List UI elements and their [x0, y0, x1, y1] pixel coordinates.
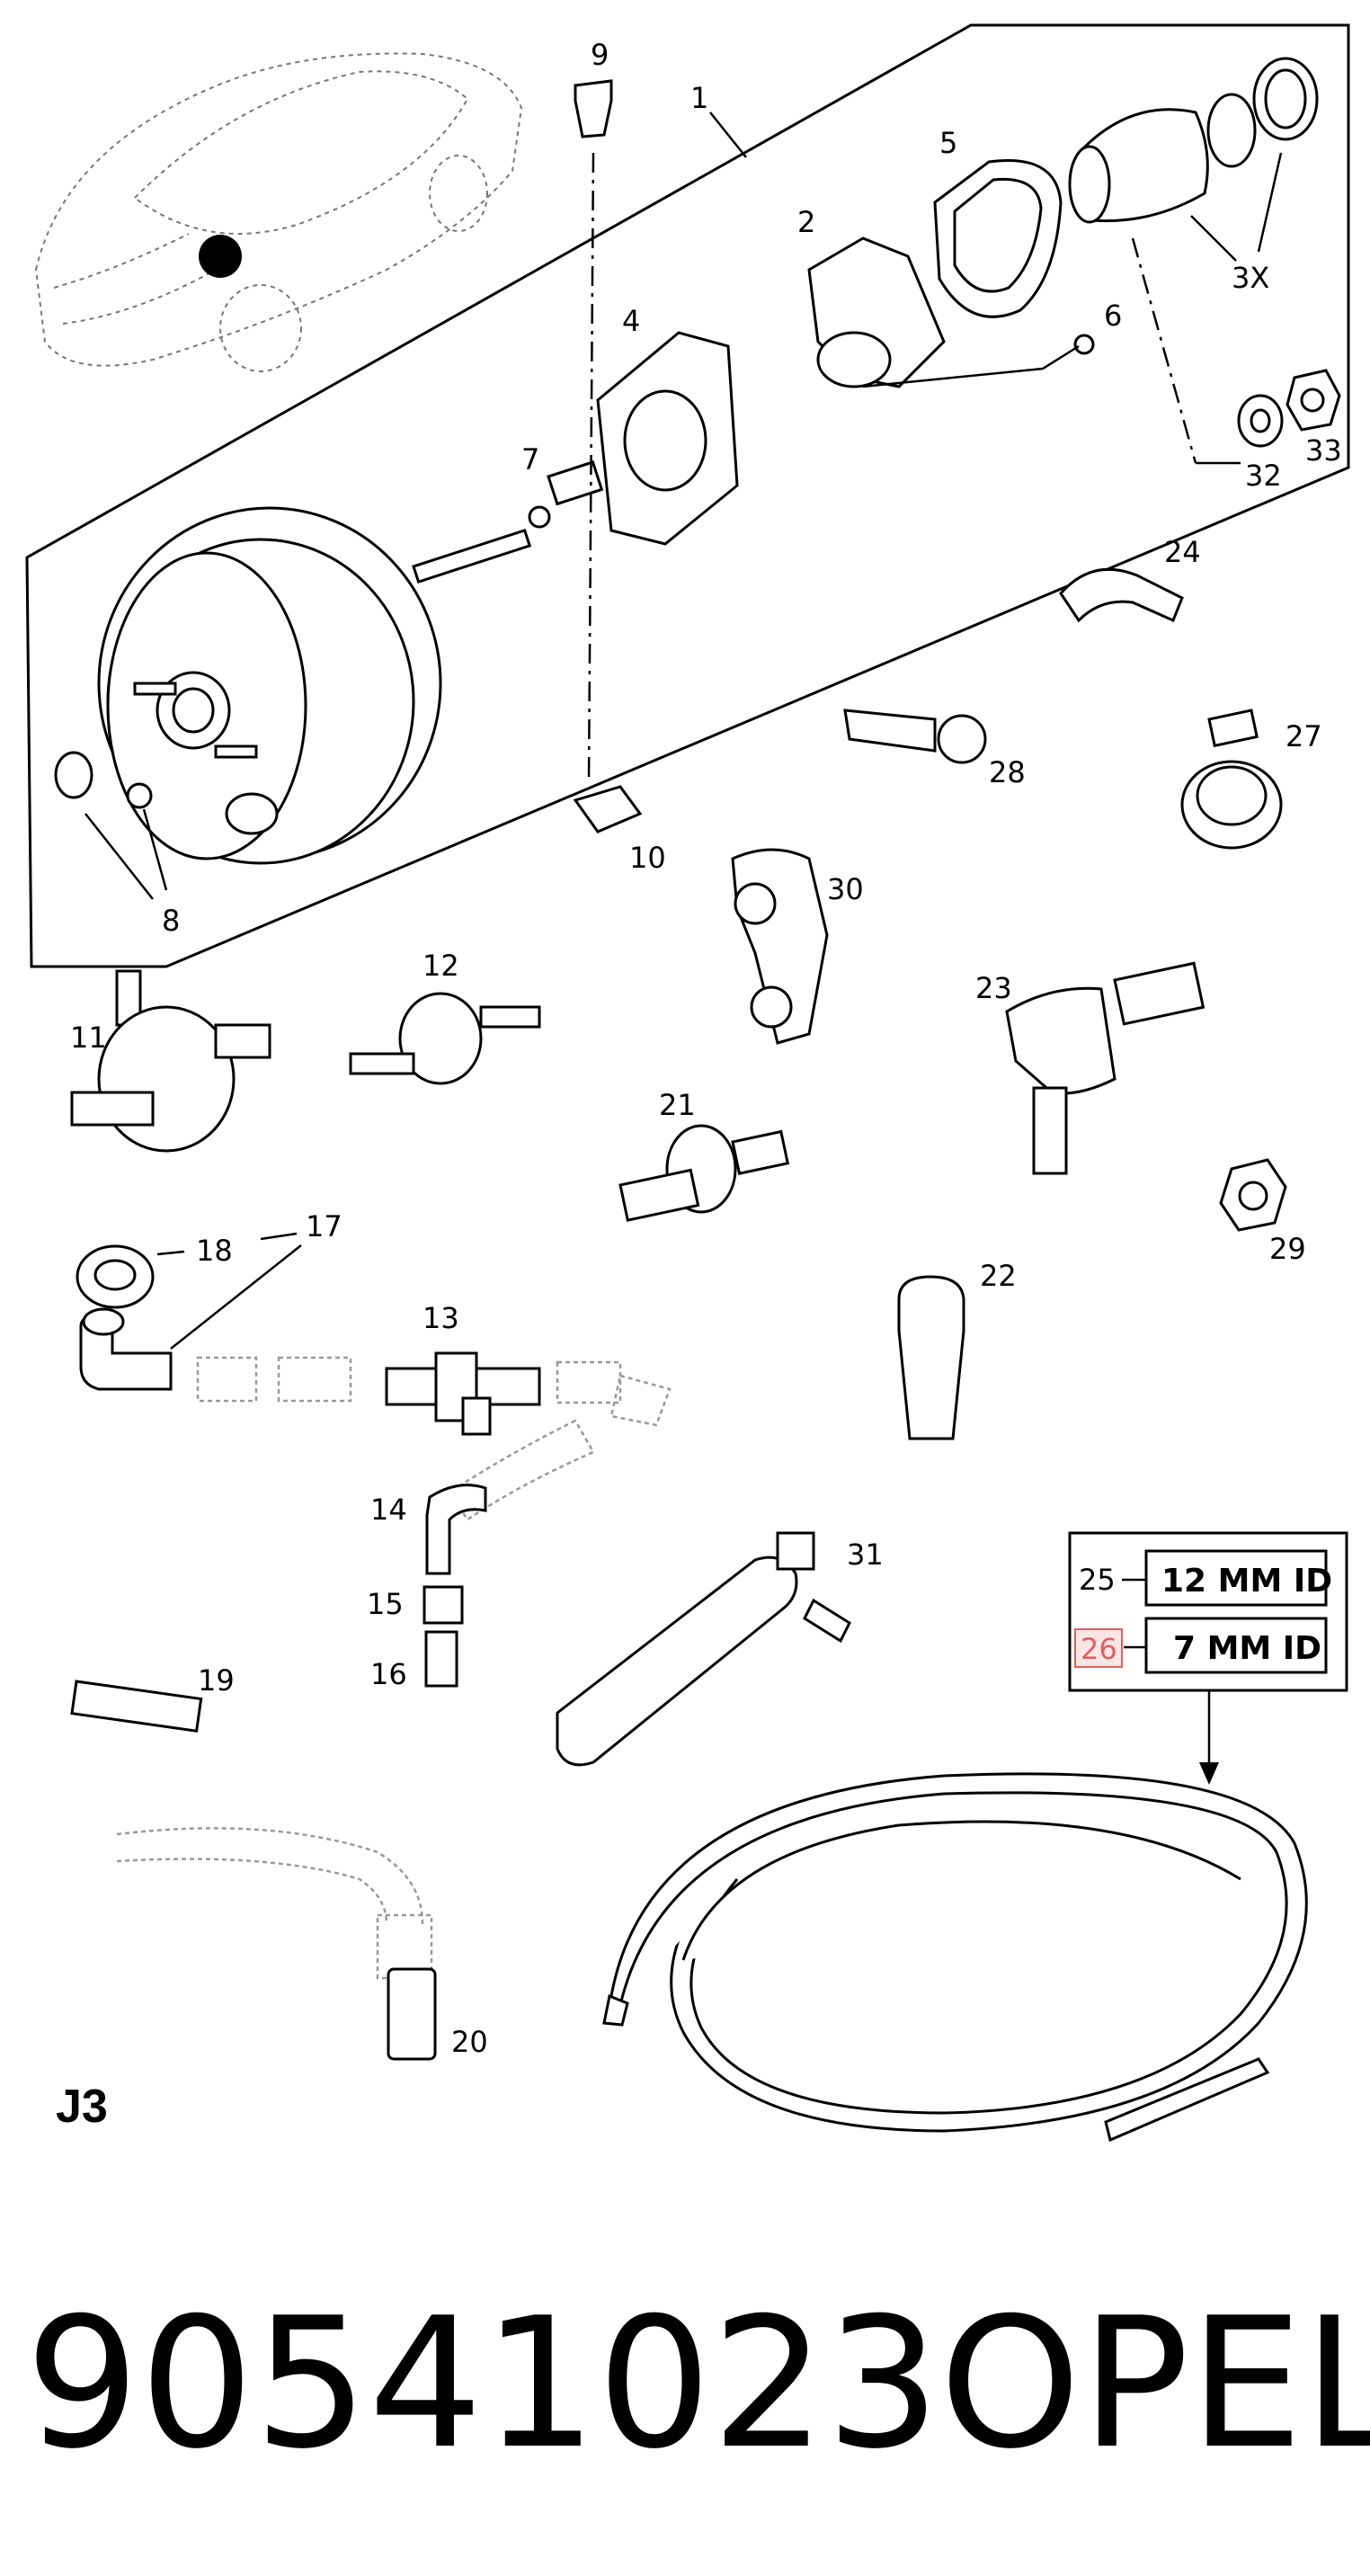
callout-23: 23	[975, 971, 1012, 1005]
elbow-connector-23	[1005, 961, 1205, 1175]
ghost-tube-segments	[196, 1356, 672, 1521]
nut-33	[1285, 369, 1341, 432]
callout-2: 2	[797, 205, 815, 239]
gasket-4	[596, 331, 739, 546]
callout-20: 20	[451, 2025, 488, 2059]
spec-box-12mm	[1144, 1549, 1328, 1607]
fitting-16	[424, 1630, 458, 1688]
callout-26: 26	[1081, 1632, 1117, 1666]
callout-13: 13	[423, 1301, 459, 1335]
hose-14	[425, 1484, 487, 1575]
hose-size-7mm: 7 MM ID	[1173, 1630, 1321, 1667]
callout-14: 14	[370, 1493, 407, 1527]
booster-location-marker	[199, 235, 242, 278]
highlight-26	[1074, 1628, 1123, 1668]
screw-6	[862, 334, 1095, 388]
hose-size-12mm: 12 MM ID	[1161, 1563, 1332, 1600]
page-code: J3	[56, 2081, 108, 2133]
vehicle-location-sketch	[34, 52, 523, 372]
callout-9: 9	[591, 38, 609, 72]
callout-29: 29	[1269, 1232, 1306, 1266]
bellows-hose	[1068, 57, 1319, 224]
leader-line-17b	[170, 1244, 302, 1350]
callout-22: 22	[980, 1259, 1017, 1293]
callout-1: 1	[690, 81, 708, 115]
leader-line-1	[709, 111, 747, 158]
callout-3x: 3X	[1232, 261, 1269, 295]
callout-21: 21	[659, 1088, 696, 1122]
ferrule-15	[423, 1585, 464, 1625]
check-valve-11	[70, 969, 271, 1153]
brake-booster-group-frame	[25, 23, 1350, 968]
callout-5: 5	[939, 126, 957, 160]
arrow-to-hose	[1199, 1690, 1219, 1785]
o-ring-and-nut-8	[54, 751, 168, 900]
coiled-vacuum-hose	[602, 1772, 1308, 2143]
tool-31	[556, 1531, 851, 1767]
fitting-20	[387, 1967, 437, 2061]
callout-8: 8	[162, 904, 180, 938]
callout-28: 28	[989, 755, 1026, 789]
callout-16: 16	[370, 1657, 407, 1691]
axis-line-32-33	[1131, 237, 1197, 464]
inline-valve-12	[349, 992, 541, 1085]
nipple-22	[897, 1275, 965, 1440]
callout-11: 11	[70, 1021, 107, 1055]
ghost-hose-20	[116, 1827, 433, 1980]
tee-connector-13	[385, 1351, 541, 1436]
callout-7: 7	[521, 442, 539, 477]
callout-30: 30	[827, 872, 864, 906]
hose-clamp-27	[1180, 709, 1283, 850]
vacuum-flange	[807, 236, 946, 388]
spec-box-7mm	[1144, 1617, 1328, 1674]
callout-33: 33	[1305, 433, 1342, 468]
callout-18: 18	[196, 1234, 233, 1268]
pin-9	[574, 79, 613, 783]
grommet-18	[76, 1244, 155, 1309]
elbow-17	[79, 1307, 173, 1391]
callout-17: 17	[306, 1209, 342, 1243]
callout-12: 12	[423, 949, 459, 983]
callout-24: 24	[1164, 535, 1201, 569]
hose-spec-panel	[1068, 1531, 1348, 1692]
hose-elbow-24	[1059, 567, 1184, 623]
leader-line-18	[156, 1250, 185, 1256]
connector-19	[70, 1680, 203, 1733]
callout-25: 25	[1079, 1563, 1116, 1597]
leader-line-17a	[260, 1232, 298, 1241]
connector-21	[618, 1124, 790, 1222]
callout-31: 31	[847, 1538, 884, 1572]
clevis-7	[528, 460, 604, 529]
screw-28	[843, 709, 987, 764]
nut-29	[1219, 1158, 1287, 1232]
callout-4: 4	[622, 304, 640, 338]
leader-line-3x-b	[1257, 152, 1283, 253]
callout-32: 32	[1245, 459, 1282, 493]
callout-19: 19	[198, 1663, 235, 1698]
brake-booster	[97, 506, 532, 865]
washer-32	[1237, 394, 1284, 448]
callout-15: 15	[367, 1587, 404, 1621]
brand-name: OPEL	[939, 2279, 1370, 2489]
callout-6: 6	[1104, 299, 1122, 333]
callout-27: 27	[1285, 719, 1322, 753]
clip-10	[573, 785, 643, 833]
bracket-30	[731, 848, 829, 1045]
gasket-5	[933, 159, 1063, 318]
callout-10: 10	[629, 841, 666, 875]
part-number: 90541023	[25, 2279, 940, 2489]
leader-line-3x-a	[1190, 215, 1237, 262]
